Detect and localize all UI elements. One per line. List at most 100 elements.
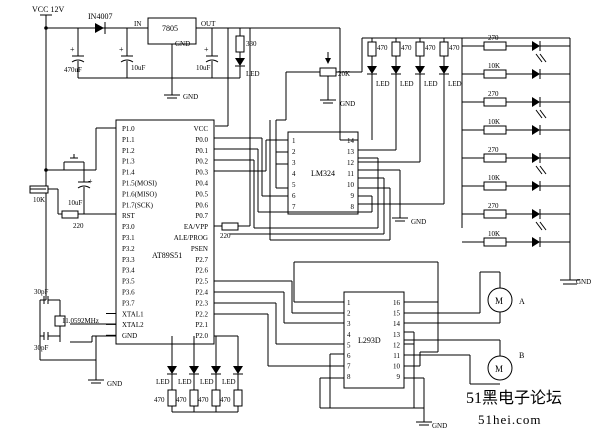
mcu-pin-right: P2.4 xyxy=(195,289,208,297)
lm324-pin: 6 xyxy=(292,192,296,200)
lm324-pin: 4 xyxy=(292,170,296,178)
res-330: 330 xyxy=(246,40,257,48)
res-220-reset: 220 xyxy=(73,222,84,230)
mcu-pin-left: P3.4 xyxy=(122,267,135,275)
mcu-pin-left: P1.3 xyxy=(122,158,135,166)
l293-pin: 11 xyxy=(393,352,400,360)
l293-pin: 4 xyxy=(347,331,351,339)
bottom-res xyxy=(189,389,199,407)
bottom-res xyxy=(211,389,221,407)
svg-text:+: + xyxy=(88,177,93,186)
l293-pin: 8 xyxy=(347,373,351,381)
motor-a: M A xyxy=(487,287,525,313)
led-icon xyxy=(167,366,177,374)
cap-reset-10uf: 10uF xyxy=(68,199,83,207)
ir-led-icon xyxy=(532,153,540,163)
mcu-pin-left: P1.0 xyxy=(122,125,135,133)
mcu-pin-left: P3.2 xyxy=(122,245,135,253)
mcu-pin-right: EA/VPP xyxy=(184,223,208,231)
sensor-led-label: LED xyxy=(400,80,414,88)
bottom-res xyxy=(167,389,177,407)
l293-pin: 13 xyxy=(393,331,401,339)
cap-30pf-a: 30pF xyxy=(34,288,49,296)
regulator-7805 xyxy=(147,17,197,45)
l293-pin: 6 xyxy=(347,352,351,360)
sensor-res-label: 470 xyxy=(377,44,388,52)
bottom-res-label: 470 xyxy=(154,396,165,404)
reg-in-label: IN xyxy=(134,20,141,28)
ir-res-270 xyxy=(483,97,507,107)
gnd-label-ir: GND xyxy=(576,278,591,286)
mcu-pin-right: P2.3 xyxy=(195,299,208,307)
pot-label: 20K xyxy=(338,70,350,78)
bottom-led-label: LED xyxy=(178,378,192,386)
svg-text:+: + xyxy=(204,45,209,54)
res-10k-reset: 10K xyxy=(33,196,45,204)
diode-symbol xyxy=(95,23,104,33)
sensor-res xyxy=(367,41,377,57)
ir-res-b-label: 10K xyxy=(488,62,500,70)
ir-res-b-label: 10K xyxy=(488,230,500,238)
ir-res-270 xyxy=(483,209,507,219)
mcu-pin-left: XTAL2 xyxy=(122,321,144,329)
reg-out-label: OUT xyxy=(201,20,216,28)
motor-b: M B xyxy=(487,351,524,381)
motor-b-label: B xyxy=(519,351,524,360)
bottom-led-label: LED xyxy=(200,378,214,386)
watermark: 51黑电子论坛 51hei.com xyxy=(466,389,562,427)
reg-gnd-label: GND xyxy=(175,40,190,48)
sensor-led-label: LED xyxy=(424,80,438,88)
l293d-label: L293D xyxy=(358,336,381,345)
lm324-pin: 12 xyxy=(347,159,355,167)
power-supply: VCC 12V IN4007 7805 IN OUT GND + 470uF +… xyxy=(32,5,340,300)
power-led-icon xyxy=(235,58,245,66)
led-icon xyxy=(189,366,199,374)
regulator-label: 7805 xyxy=(162,24,178,33)
led-icon xyxy=(233,366,243,374)
ir-res-a-label: 270 xyxy=(488,202,499,210)
ir-res-10k xyxy=(483,69,507,79)
led-icon xyxy=(415,66,425,74)
l293-pin: 2 xyxy=(347,310,351,318)
pot-20k xyxy=(319,67,337,77)
mcu-pin-left: P1.4 xyxy=(122,169,135,177)
ir-res-270 xyxy=(483,41,507,51)
mcu-pin-left: P3.0 xyxy=(122,223,135,231)
lm324-label: LM324 xyxy=(311,169,335,178)
photo-diode-icon xyxy=(532,181,540,191)
sensor-res xyxy=(391,41,401,57)
mcu-pin-right: P0.3 xyxy=(195,169,208,177)
l293-pin: 14 xyxy=(393,320,401,328)
l293-pin: 1 xyxy=(347,299,351,307)
motor-a-label: A xyxy=(519,297,525,306)
diode-label: IN4007 xyxy=(88,12,112,21)
mcu-pin-right: P2.5 xyxy=(195,278,208,286)
l293-pin: 5 xyxy=(347,341,351,349)
gnd-label-power: GND xyxy=(183,93,198,101)
sensor-led-label: LED xyxy=(448,80,462,88)
mcu-pin-right: P2.6 xyxy=(195,267,208,275)
mcu-pin-right: VCC xyxy=(194,125,209,133)
cap-10uf-b: 10uF xyxy=(196,64,211,72)
watermark-line1: 51黑电子论坛 xyxy=(466,389,562,407)
mcu-pin-left: P3.6 xyxy=(122,289,135,297)
lm324-pin: 11 xyxy=(347,170,354,178)
mcu-pin-left: XTAL1 xyxy=(122,310,144,318)
lm324-pin: 9 xyxy=(351,192,355,200)
l293-pin: 9 xyxy=(397,373,401,381)
mcu-pin-right: P2.2 xyxy=(195,310,208,318)
mcu-pin-right: P0.5 xyxy=(195,190,208,198)
ir-led-icon xyxy=(532,97,540,107)
ir-res-a-label: 270 xyxy=(488,146,499,154)
gnd-label-pot: GND xyxy=(340,100,355,108)
p2-wiring xyxy=(214,280,344,367)
l293-pin: 12 xyxy=(393,341,401,349)
mcu-pin-left: P3.3 xyxy=(122,256,135,264)
ir-res-b-label: 10K xyxy=(488,174,500,182)
svg-text:M: M xyxy=(495,296,503,306)
